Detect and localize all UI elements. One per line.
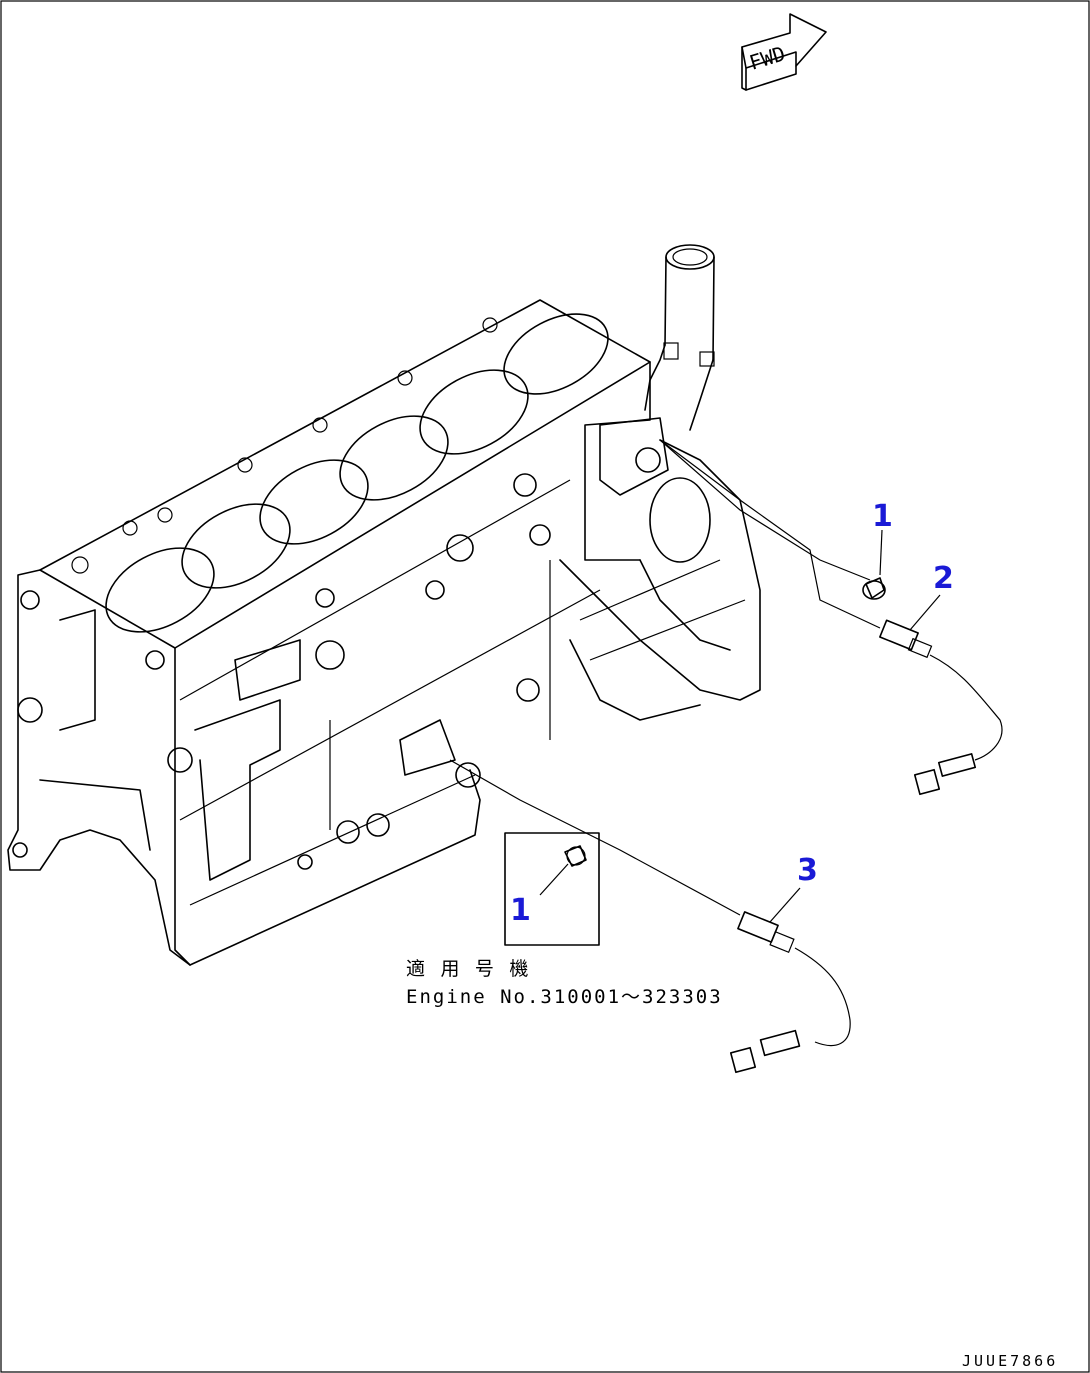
leader-3 <box>769 887 801 923</box>
part-2-sensor <box>659 439 1003 796</box>
inset-detail-box <box>504 832 600 946</box>
drawing-code: JUUE7866 <box>962 1352 1058 1370</box>
callout-3: 3 <box>797 853 818 888</box>
part-1-plug <box>659 439 886 600</box>
cylinder-block <box>7 244 761 966</box>
leader-2 <box>909 594 941 631</box>
fwd-label: FWD <box>746 41 788 75</box>
note-title: 適 用 号 機 <box>406 958 530 980</box>
callout-2: 2 <box>933 561 954 596</box>
fwd-arrow-icon: FWD <box>741 13 827 91</box>
note-engine-range: Engine No.310001〜323303 <box>406 986 723 1008</box>
callout-1: 1 <box>872 499 893 534</box>
leader-1 <box>879 529 883 576</box>
part-3-sensor <box>449 759 851 1074</box>
callout-1-inset: 1 <box>510 893 531 928</box>
